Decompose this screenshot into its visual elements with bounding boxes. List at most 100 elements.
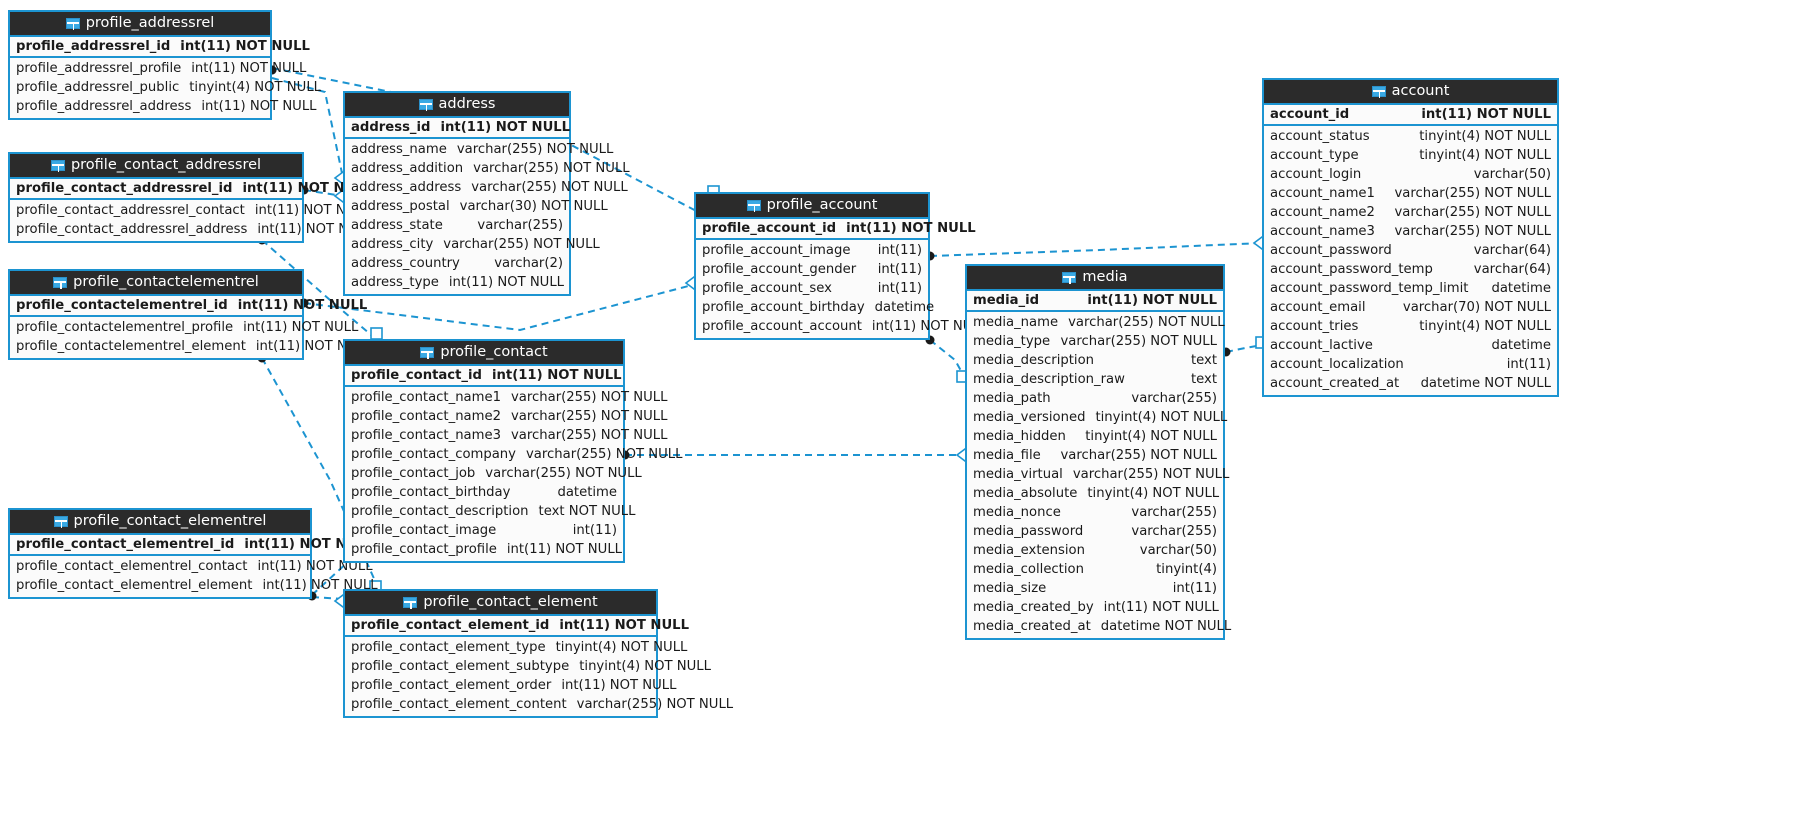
table-title: profile_contact_element bbox=[423, 594, 598, 610]
table-header-profile_contactelementrel[interactable]: profile_contactelementrel bbox=[10, 271, 302, 296]
table-header-account[interactable]: account bbox=[1264, 80, 1557, 105]
table-header-media[interactable]: media bbox=[967, 266, 1223, 291]
table-header-profile_account[interactable]: profile_account bbox=[696, 194, 928, 219]
table-header-profile_contact_elementrel[interactable]: profile_contact_elementrel bbox=[10, 510, 310, 535]
table-header-profile_contact_element[interactable]: profile_contact_element bbox=[345, 591, 656, 616]
table-header-profile_contact[interactable]: profile_contact bbox=[345, 341, 623, 366]
table-header-address[interactable]: address bbox=[345, 93, 569, 118]
table-icon bbox=[1371, 86, 1386, 98]
table-header-profile_contact_addressrel[interactable]: profile_contact_addressrel bbox=[10, 154, 302, 179]
table-header-profile_addressrel[interactable]: profile_addressrel bbox=[10, 12, 270, 37]
table-title: address bbox=[438, 96, 496, 112]
table-profile_contact_element[interactable]: profile_contact_element profile_contact_e… bbox=[343, 589, 733, 718]
